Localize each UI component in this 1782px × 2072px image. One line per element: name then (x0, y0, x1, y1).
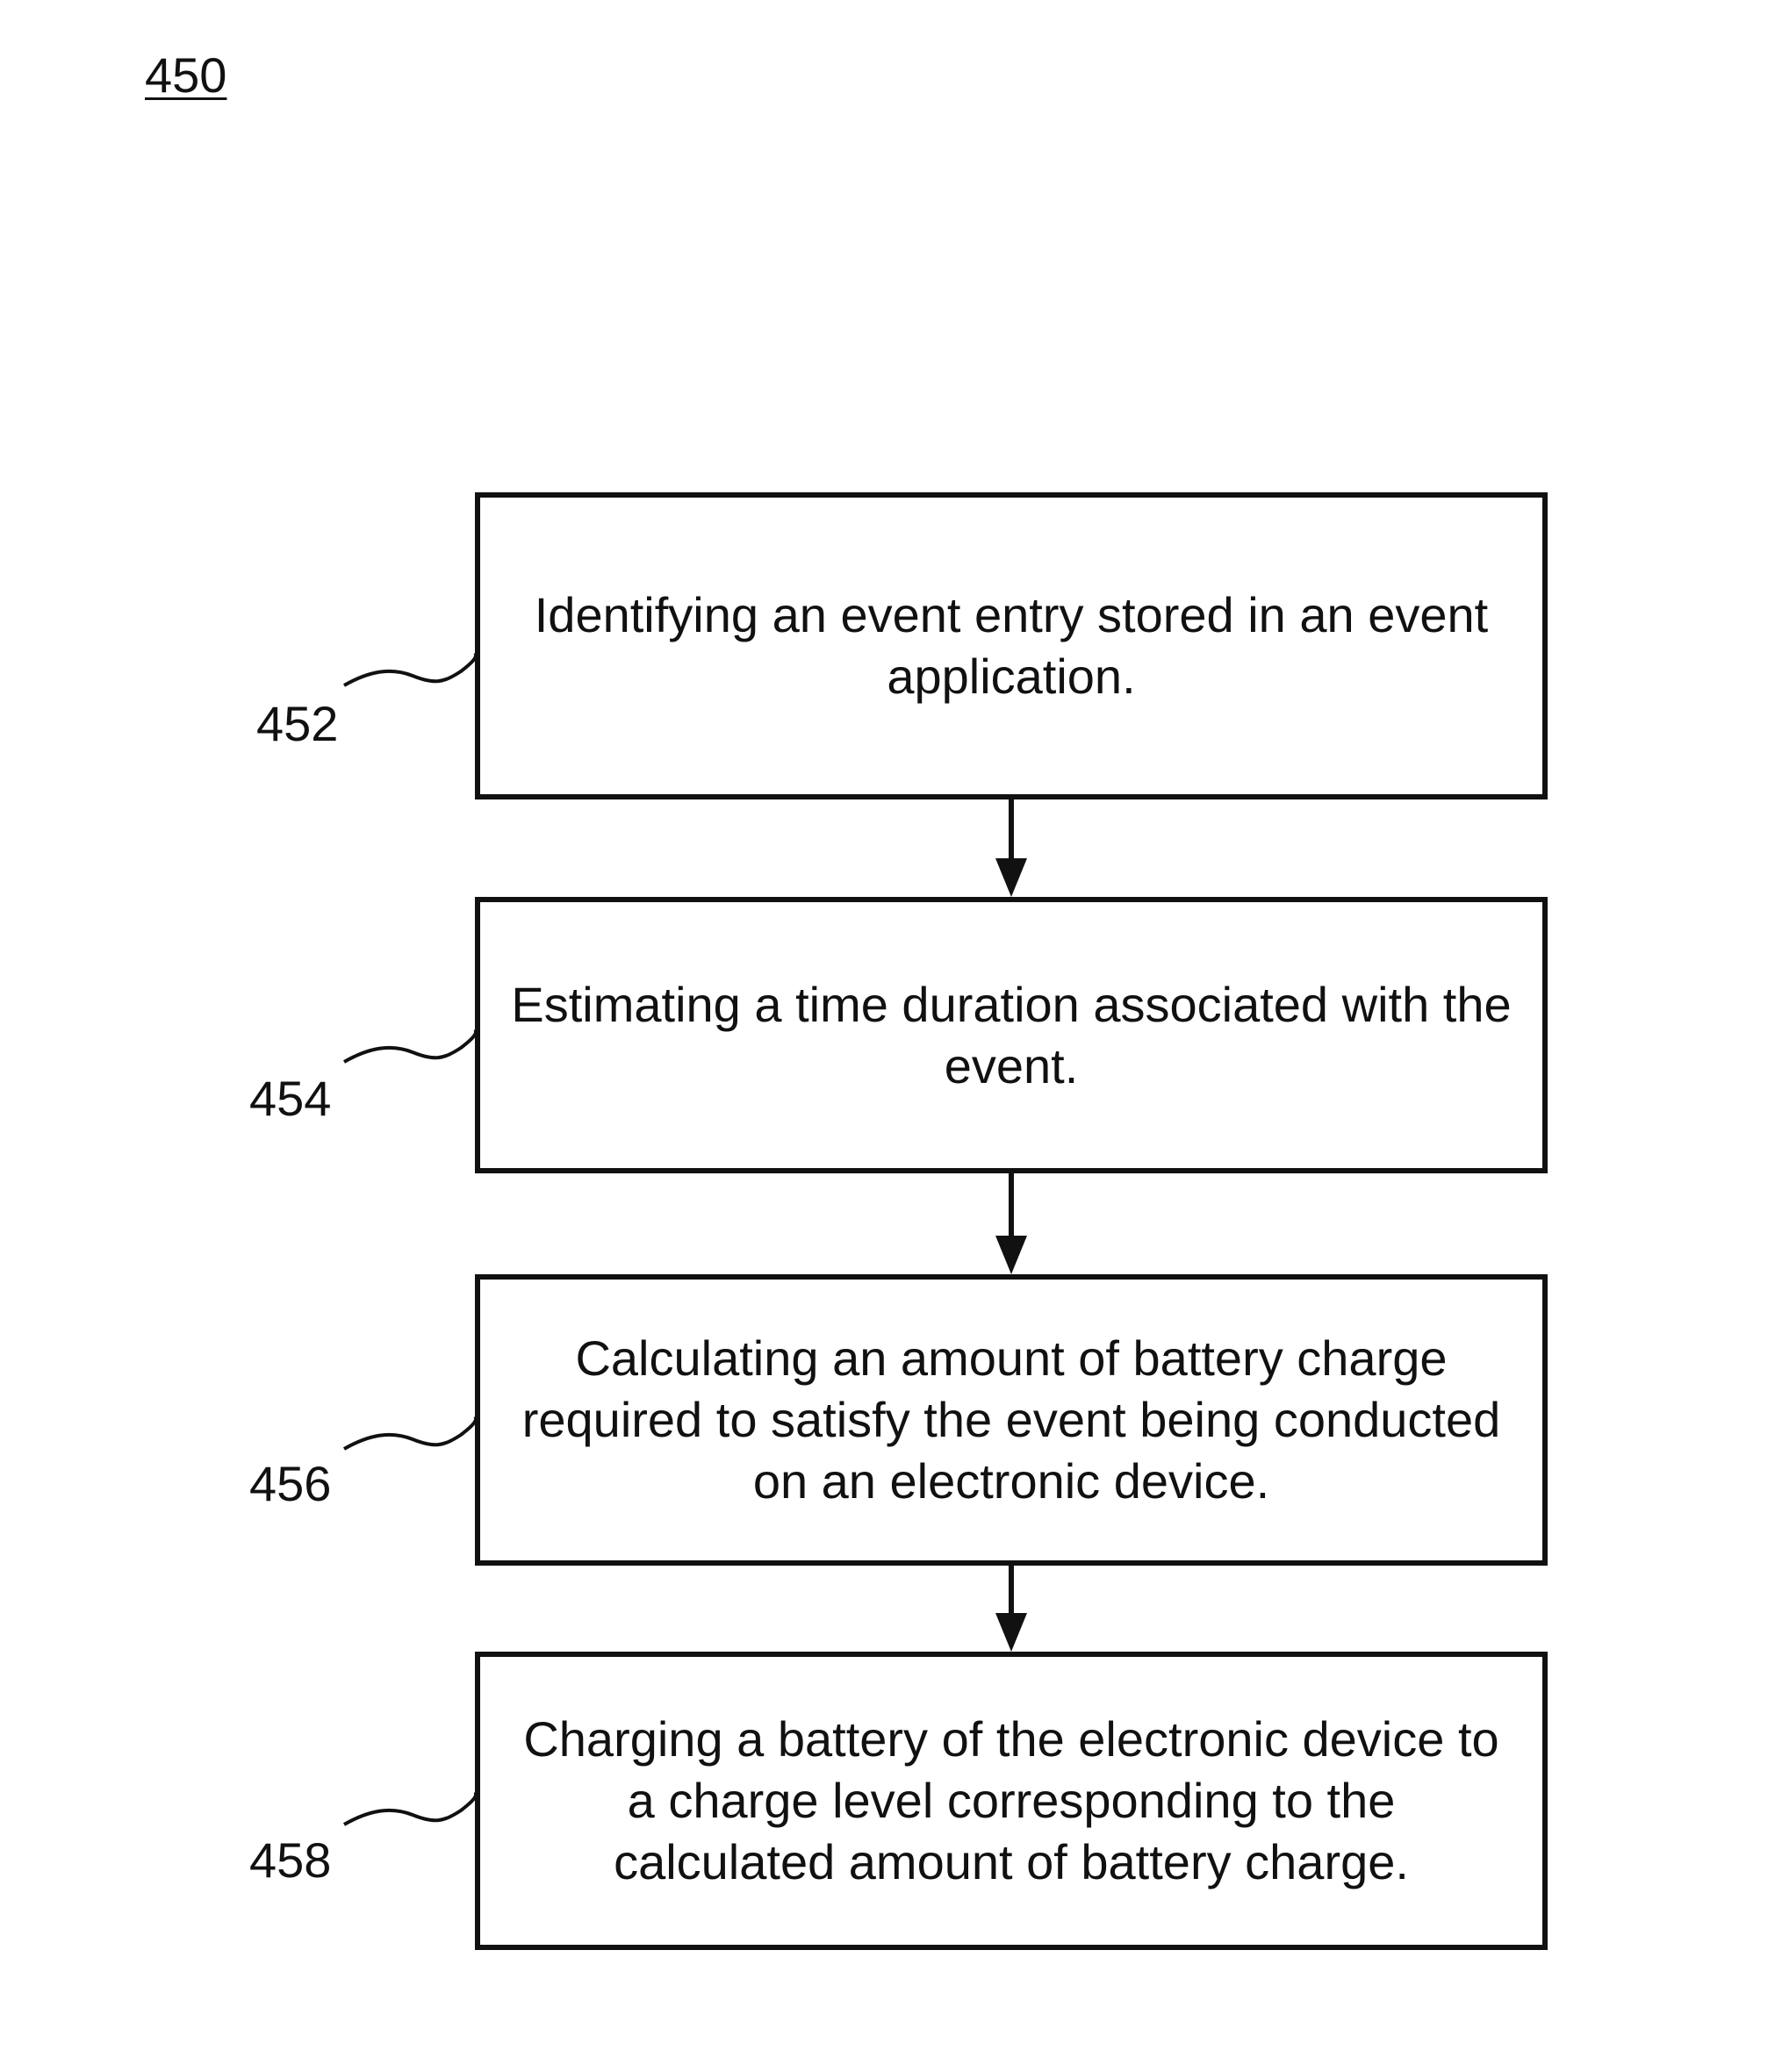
step-box-456: Calculating an amount of battery charge … (475, 1274, 1548, 1566)
arrowhead-454-to-456 (995, 1236, 1027, 1274)
figure-number: 450 (145, 51, 226, 100)
leader-454 (344, 1029, 476, 1062)
step-text-452: Identifying an event entry stored in an … (535, 584, 1488, 707)
reference-label-458: 458 (249, 1836, 331, 1885)
step-box-452: Identifying an event entry stored in an … (475, 492, 1548, 799)
arrowhead-456-to-458 (995, 1613, 1027, 1652)
step-text-458: Charging a battery of the electronic dev… (523, 1709, 1498, 1893)
reference-label-452: 452 (256, 699, 338, 749)
step-text-454: Estimating a time duration associated wi… (511, 974, 1511, 1097)
step-box-458: Charging a battery of the electronic dev… (475, 1652, 1548, 1950)
leader-452 (344, 653, 476, 685)
reference-label-454: 454 (249, 1074, 331, 1123)
step-box-454: Estimating a time duration associated wi… (475, 897, 1548, 1173)
reference-label-456: 456 (249, 1459, 331, 1509)
arrowhead-452-to-454 (995, 858, 1027, 897)
leader-456 (344, 1416, 476, 1449)
leader-458 (344, 1792, 476, 1825)
step-text-456: Calculating an amount of battery charge … (522, 1328, 1501, 1512)
